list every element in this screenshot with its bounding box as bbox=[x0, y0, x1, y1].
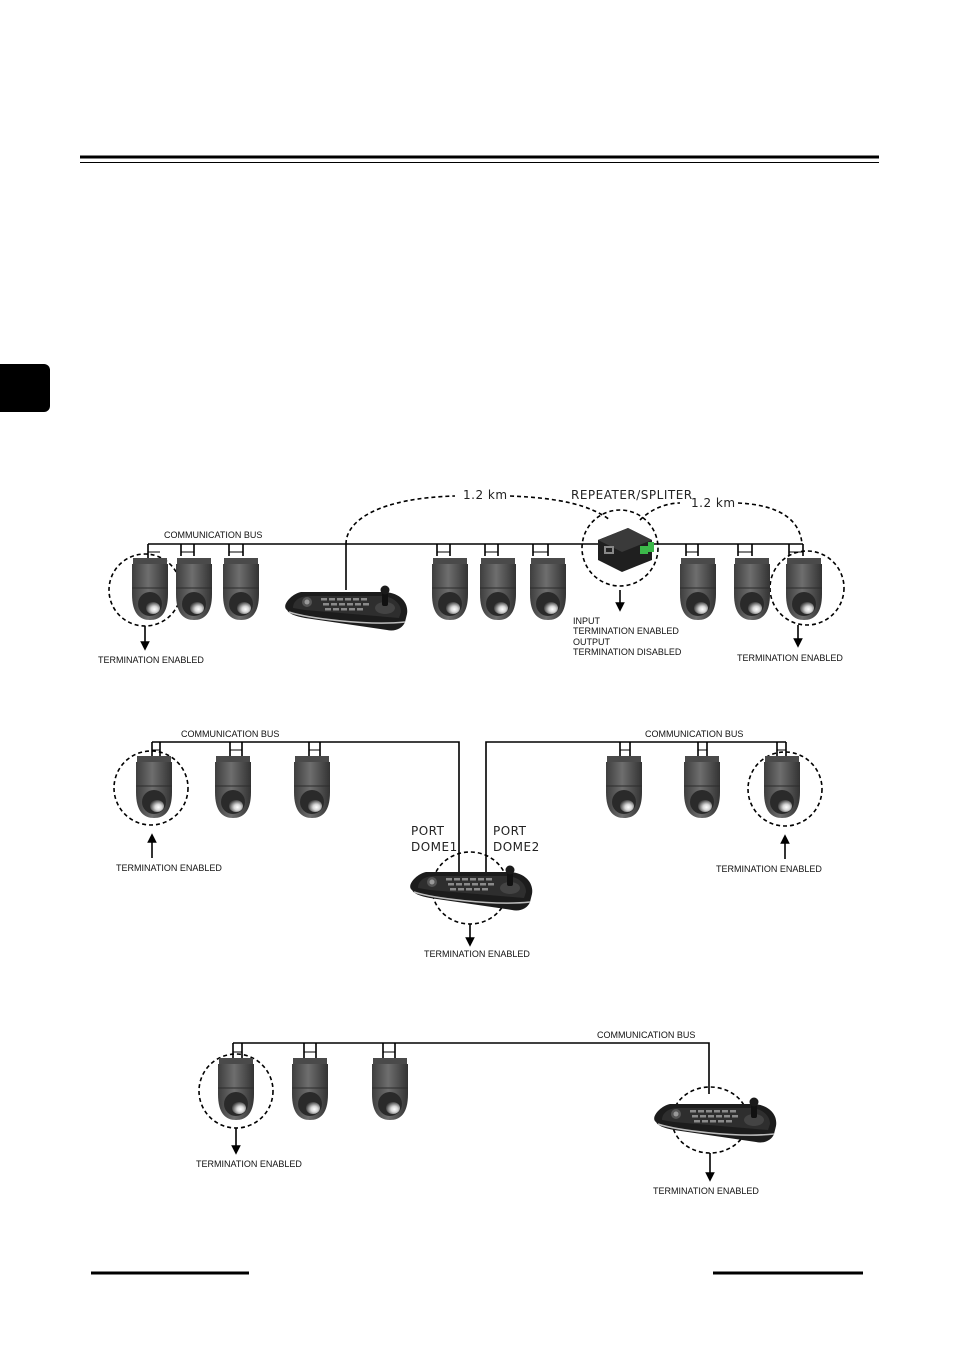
repeater-note-1: TERMINATION ENABLED bbox=[573, 626, 679, 636]
port2-label-line2: DOME2 bbox=[493, 840, 540, 854]
dome-camera-icon bbox=[222, 557, 260, 621]
bus-label-3: COMMUNICATION BUS bbox=[597, 1030, 695, 1040]
dome-camera-icon bbox=[371, 1057, 409, 1121]
port2-label-line1: PORT bbox=[493, 824, 527, 838]
dome-camera-icon bbox=[479, 557, 517, 621]
dome-camera-icon bbox=[605, 755, 643, 819]
bus-label-2-right: COMMUNICATION BUS bbox=[645, 729, 743, 739]
port1-label-line2: DOME1 bbox=[411, 840, 458, 854]
diagram-1-repeater bbox=[108, 495, 845, 651]
diagram-2-dual-port bbox=[113, 741, 823, 947]
repeater-note-3: TERMINATION DISABLED bbox=[573, 647, 682, 657]
dome-camera-icon bbox=[683, 755, 721, 819]
dome-camera-icon bbox=[679, 557, 717, 621]
distance-label-left: 1.2 km bbox=[463, 488, 508, 502]
repeater-box-icon bbox=[598, 528, 654, 572]
repeater-note-2: OUTPUT bbox=[573, 637, 611, 647]
bus-label-2-left: COMMUNICATION BUS bbox=[181, 729, 279, 739]
control-keyboard-icon bbox=[409, 864, 534, 912]
dome-cameras-diagram-3 bbox=[217, 1057, 409, 1121]
header-rule bbox=[80, 155, 879, 163]
dome-cameras-diagram-1 bbox=[131, 557, 823, 621]
communication-bus-2-left bbox=[152, 741, 460, 872]
communication-bus-3 bbox=[233, 1042, 710, 1094]
dome-camera-icon bbox=[785, 557, 823, 621]
termination-label-2-keyboard: TERMINATION ENABLED bbox=[424, 949, 530, 959]
dome-camera-icon bbox=[217, 1057, 255, 1121]
chapter-tab bbox=[0, 364, 50, 412]
termination-label-1-right: TERMINATION ENABLED bbox=[737, 653, 843, 663]
dome-camera-icon bbox=[291, 1057, 329, 1121]
dome-camera-icon bbox=[214, 755, 252, 819]
termination-label-3-keyboard: TERMINATION ENABLED bbox=[653, 1186, 759, 1196]
termination-label-2-right: TERMINATION ENABLED bbox=[716, 864, 822, 874]
dome-camera-icon bbox=[135, 755, 173, 819]
communication-bus-2-right bbox=[485, 741, 786, 872]
port1-label-line1: PORT bbox=[411, 824, 445, 838]
distance-label-right: 1.2 km bbox=[691, 496, 736, 510]
control-keyboard-icon bbox=[653, 1096, 778, 1144]
dome-camera-icon bbox=[293, 755, 331, 819]
dome-cameras-diagram-2 bbox=[135, 755, 801, 819]
dome-camera-icon bbox=[431, 557, 469, 621]
termination-label-3-left: TERMINATION ENABLED bbox=[196, 1159, 302, 1169]
control-keyboard-icon bbox=[284, 584, 409, 632]
termination-label-2-left: TERMINATION ENABLED bbox=[116, 863, 222, 873]
repeater-label: REPEATER/SPLITER bbox=[571, 488, 693, 502]
dome-camera-icon bbox=[733, 557, 771, 621]
repeater-note-0: INPUT bbox=[573, 616, 601, 626]
dome-camera-icon bbox=[175, 557, 213, 621]
dome-camera-icon bbox=[131, 557, 169, 621]
dome-camera-icon bbox=[763, 755, 801, 819]
termination-label-1-left: TERMINATION ENABLED bbox=[98, 655, 204, 665]
dome-camera-icon bbox=[529, 557, 567, 621]
bus-label-1: COMMUNICATION BUS bbox=[164, 530, 262, 540]
